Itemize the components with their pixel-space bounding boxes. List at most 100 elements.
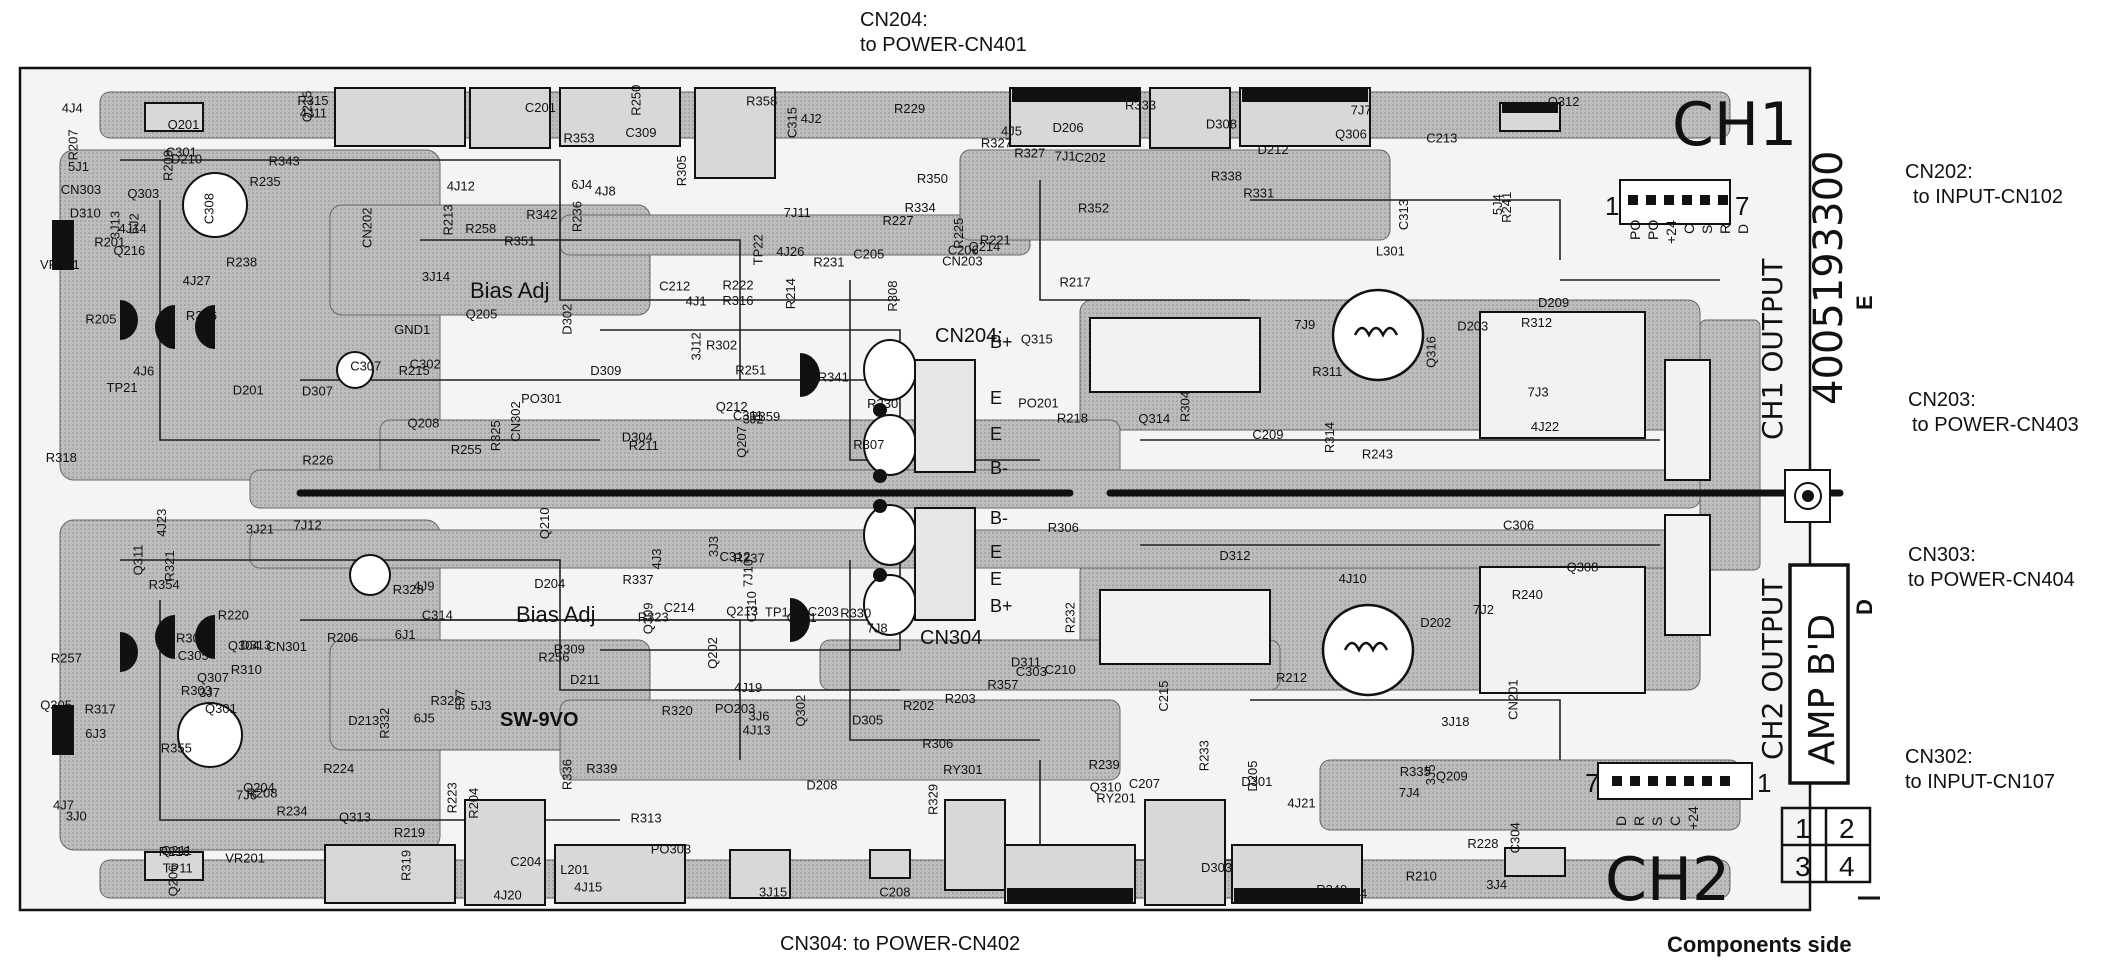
component-ref-label: 7J9: [1294, 317, 1315, 332]
component-ref-label: R217: [1060, 275, 1091, 290]
board-name-label: AMP B'D: [1802, 614, 1843, 765]
component-ref-label: C303: [1016, 664, 1047, 679]
component-ref-label: Q206: [166, 865, 181, 897]
footer-components-side: Components side: [1667, 932, 1852, 957]
component-ref-label: R304: [1178, 391, 1193, 422]
component-ref-label: R226: [302, 453, 333, 468]
component-ref-label: 5J4: [1490, 194, 1505, 215]
cn202-caption-line2: to INPUT-CN102: [1913, 186, 2064, 208]
component-ref-label: R356: [186, 308, 217, 323]
component-labels: R214R220R222Q211C206R204D206C203C202R202…: [40, 85, 1598, 903]
cn302-caption: CN302: to INPUT-CN107: [1905, 745, 2055, 795]
component-ref-label: PO303: [651, 841, 691, 856]
component-ref-label: R329: [926, 784, 941, 815]
component-ref-label: R203: [945, 691, 976, 706]
component-ref-label: R213: [441, 204, 456, 235]
cn304-caption: CN304: to POWER-CN402: [780, 933, 1021, 955]
edge-mark-d: D: [1852, 599, 1877, 615]
cn204-caption: CN204: to POWER-CN401: [860, 8, 1027, 58]
component-ref-label: 3J0: [66, 809, 87, 824]
component-ref-label: Q211: [161, 843, 192, 858]
cn302-pin-label: R: [1631, 816, 1647, 826]
component-ref-label: C301: [166, 145, 197, 160]
component-ref-label: R310: [231, 662, 262, 677]
component-ref-label: R240: [1512, 587, 1543, 602]
component-ref-label: R350: [917, 171, 948, 186]
component-ref-label: R328: [393, 582, 424, 597]
component-ref-label: PO201: [1018, 396, 1058, 411]
gnd-terminal: [1784, 469, 1831, 523]
component-ref-label: C209: [1252, 427, 1283, 442]
component-ref-label: R323: [638, 610, 669, 625]
ch2-label: CH2: [1605, 845, 1730, 915]
component-ref-label: R303: [181, 683, 212, 698]
component-ref-label: C302: [410, 356, 441, 371]
component-ref-label: R236: [570, 201, 585, 232]
component-ref-label: R228: [1467, 836, 1498, 851]
component-ref-label: 4J3: [649, 549, 664, 570]
component-ref-label: D212: [1258, 142, 1289, 157]
component-ref-label: R307: [853, 437, 884, 452]
component-ref-label: 4J22: [1531, 419, 1559, 434]
component-ref-label: C201: [525, 100, 556, 115]
component-ref-label: D309: [590, 363, 621, 378]
component-ref-label: R326: [431, 693, 462, 708]
cn303-caption-line2: to POWER-CN404: [1908, 569, 2075, 591]
component-ref-label: R223: [444, 782, 459, 813]
power-pin-labels-ch1: B+ E E B-: [990, 332, 1013, 478]
component-ref-label: R327: [1014, 146, 1045, 161]
black-semis: [52, 220, 820, 755]
component-ref-label: 5J3: [471, 698, 492, 713]
component-ref-label: Q301: [205, 701, 237, 716]
component-ref-label: R302: [706, 337, 737, 352]
component-ref-label: VR201: [225, 851, 265, 866]
component-ref-label: 3J6: [749, 709, 770, 724]
component-ref-label: R220: [218, 608, 249, 623]
quadrant-2: 2: [1839, 813, 1855, 844]
component-ref-label: R243: [1362, 446, 1393, 461]
component-ref-label: Q205: [466, 306, 498, 321]
component-ref-label: VR301: [40, 257, 80, 272]
component-ref-label: C202: [1075, 150, 1106, 165]
cn302-pin-label: +24: [1685, 806, 1701, 830]
component-ref-label: TP11: [163, 861, 193, 876]
component-ref-label: R232: [1063, 602, 1078, 633]
cn303-caption-line1: CN303:: [1908, 544, 1976, 566]
component-ref-label: R319: [398, 850, 413, 881]
component-ref-label: R241: [1499, 192, 1514, 223]
component-ref-label: R330: [840, 606, 871, 621]
component-ref-label: R311: [1312, 364, 1342, 379]
component-ref-label: CN202: [359, 208, 374, 248]
component-ref-label: R336: [560, 759, 575, 790]
component-ref-label: R205: [85, 312, 116, 327]
component-ref-label: Q314: [1138, 411, 1170, 426]
component-ref-label: R338: [1211, 168, 1242, 183]
component-ref-label: R340: [1316, 882, 1347, 897]
component-ref-label: D313: [240, 638, 271, 653]
component-ref-label: C305: [178, 648, 209, 663]
part-number: 4005193300: [1806, 151, 1852, 406]
cn304-center-label: CN304: [920, 627, 982, 649]
component-ref-label: TP21: [107, 380, 138, 395]
component-ref-label: C211: [787, 610, 817, 625]
component-ref-label: Q202: [705, 637, 720, 669]
component-ref-label: 4J20: [494, 888, 522, 903]
power-pin-label: B-: [990, 508, 1008, 528]
component-ref-label: D203: [1457, 319, 1488, 334]
component-ref-label: R201: [94, 234, 125, 249]
ch1-output-label: CH1 OUTPUT: [1756, 258, 1789, 440]
component-ref-label: D312: [1219, 548, 1250, 563]
component-ref-label: R229: [894, 101, 925, 116]
component-ref-label: R309: [554, 642, 585, 657]
component-ref-label: C311: [733, 408, 763, 423]
component-ref-label: R225: [951, 218, 966, 249]
component-ref-label: 3J12: [688, 332, 703, 360]
component-ref-label: 4J26: [776, 244, 804, 259]
component-ref-label: R231: [813, 255, 844, 270]
cn303-caption: CN303: to POWER-CN404: [1908, 543, 2075, 593]
component-ref-label: 4J4: [62, 101, 83, 116]
cn202-pin-label: PO: [1627, 220, 1643, 240]
component-ref-label: R353: [564, 130, 595, 145]
cn204-caption-line2: to POWER-CN401: [860, 34, 1027, 56]
coils: [1321, 288, 1425, 697]
